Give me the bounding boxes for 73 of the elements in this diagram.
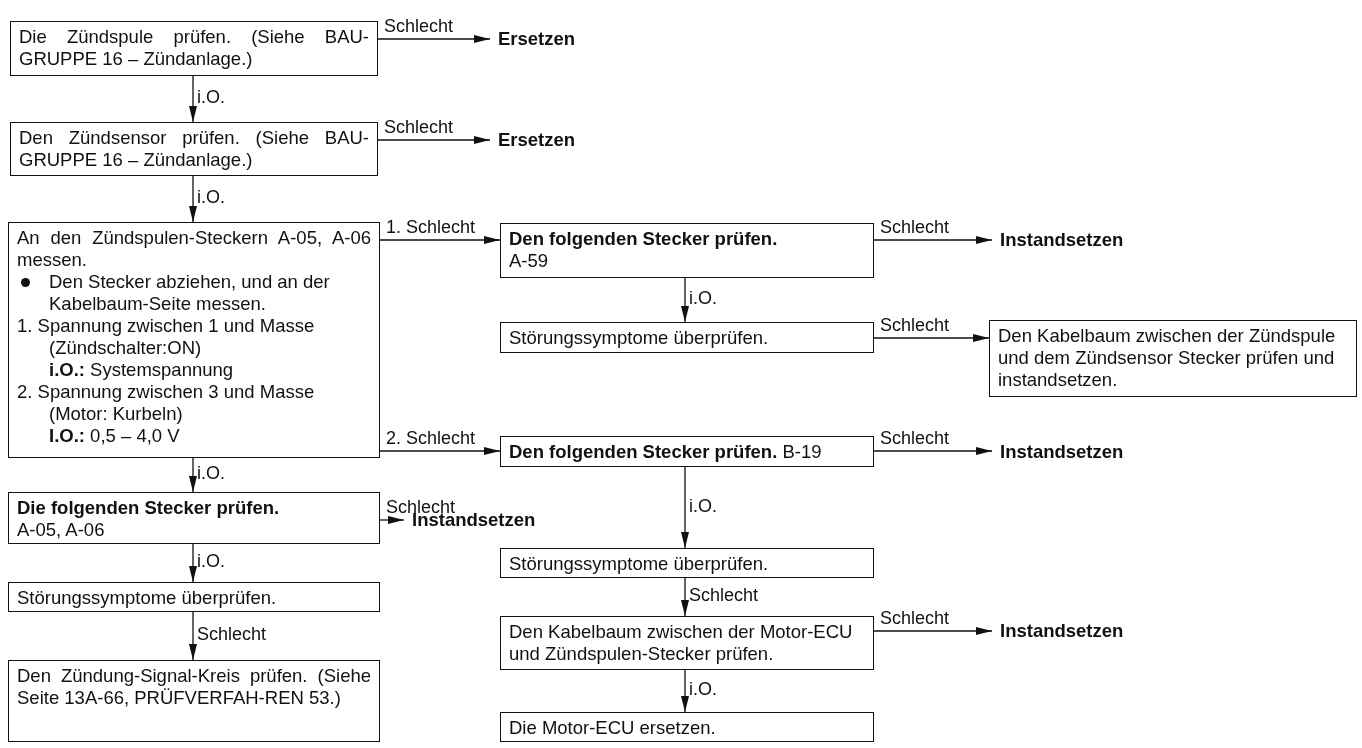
edge-label: i.O. xyxy=(689,679,717,699)
box-text: A-59 xyxy=(509,250,550,272)
edge-label: 1. Schlecht xyxy=(386,217,476,237)
box-text: Den folgenden Stecker prüfen. xyxy=(509,228,779,250)
arrow xyxy=(379,447,501,455)
action-text: Instandsetzen xyxy=(1000,441,1124,463)
arrow xyxy=(681,277,689,323)
edge-label: 2. Schlecht xyxy=(386,428,476,448)
box-text: Die Zündspule prüfen. (Siehe BAU-GRUPPE 16 – Zündanlage.) xyxy=(19,26,369,70)
box-text: Den Kabelbaum zwischen der Motor-ECU und Zündspulen-Stecker prüfen. xyxy=(509,621,854,665)
box-text: Den Zündung-Signal-Kreis prüfen. (Siehe Seite 13A-66, PRÜFVERFAH-REN 53.) xyxy=(17,665,371,709)
arrow xyxy=(189,611,197,661)
edge-label: Schlecht xyxy=(880,217,950,237)
box-text: Den folgenden Stecker prüfen. B-19 xyxy=(509,441,823,463)
action-text: Instandsetzen xyxy=(1000,229,1124,251)
action-text: Instandsetzen xyxy=(1000,620,1124,642)
process-box xyxy=(10,122,378,176)
action-text: Ersetzen xyxy=(498,28,576,50)
arrow xyxy=(681,577,689,617)
action-text: Ersetzen xyxy=(498,129,576,151)
box-text: An den Zündspulen-Steckern A-05, A-06 messen. xyxy=(17,227,371,271)
process-box xyxy=(8,660,380,742)
process-box xyxy=(500,223,874,278)
arrow xyxy=(681,466,689,549)
box-text: Den Kabelbaum zwischen der Zündspule und dem Zündsensor Stecker prüfen und instandsetzen. xyxy=(998,325,1337,391)
edge-label: Schlecht xyxy=(689,585,759,605)
edge-label: Schlecht xyxy=(880,608,950,628)
process-box xyxy=(500,322,874,353)
edge-label: i.O. xyxy=(197,551,225,571)
edge-label: i.O. xyxy=(197,463,225,483)
edge-label: Schlecht xyxy=(880,315,950,335)
arrow xyxy=(873,627,993,635)
box-text: 2. Spannung zwischen 3 und Masse (Motor: Kurbeln) xyxy=(17,381,316,425)
arrow xyxy=(681,669,689,713)
arrow xyxy=(379,516,405,524)
arrow xyxy=(379,236,501,244)
process-box xyxy=(500,712,874,742)
box-text: Störungssymptome überprüfen. xyxy=(509,553,770,575)
arrow xyxy=(873,447,993,455)
box-text: Die folgenden Stecker prüfen. xyxy=(17,497,281,519)
edge-label: i.O. xyxy=(689,495,717,516)
process-box xyxy=(500,436,874,467)
process-box xyxy=(8,582,380,612)
box-text: Störungssymptome überprüfen. xyxy=(509,327,770,349)
arrow xyxy=(873,334,990,342)
arrow xyxy=(189,175,197,223)
box-text: Störungssymptome überprüfen. xyxy=(17,587,278,609)
edge-label: i.O. xyxy=(689,288,717,308)
edge-label: Schlecht xyxy=(197,624,267,644)
process-box xyxy=(989,320,1357,397)
box-text: Die Motor-ECU ersetzen. xyxy=(509,717,717,739)
arrow xyxy=(377,136,491,144)
process-box xyxy=(500,548,874,578)
arrow xyxy=(377,35,491,43)
arrow xyxy=(189,75,197,123)
arrow xyxy=(873,236,993,244)
box-text: A-05, A-06 xyxy=(17,519,106,541)
edge-label: i.O. xyxy=(197,87,225,107)
arrow xyxy=(189,543,197,583)
box-text: 1. Spannung zwischen 1 und Masse (Zündschalter:ON) xyxy=(17,315,316,359)
process-box xyxy=(8,492,380,544)
box-text: i.O.: Systemspannung xyxy=(48,359,235,381)
box-text: Den Zündsensor prüfen. (Siehe BAU-GRUPPE 16 – Zündanlage.) xyxy=(19,127,369,171)
edge-label: Schlecht xyxy=(880,428,950,448)
box-text: Den Stecker abziehen, und an der Kabelbaum-Seite messen. xyxy=(17,271,371,315)
box-text: I.O.: 0,5 – 4,0 V xyxy=(48,425,181,447)
process-box xyxy=(8,222,380,458)
process-box xyxy=(10,21,378,76)
edge-label: Schlecht xyxy=(384,117,454,137)
edge-label: Schlecht xyxy=(384,16,454,36)
process-box xyxy=(500,616,874,670)
edge-label: i.O. xyxy=(197,187,225,207)
arrow xyxy=(189,457,197,493)
